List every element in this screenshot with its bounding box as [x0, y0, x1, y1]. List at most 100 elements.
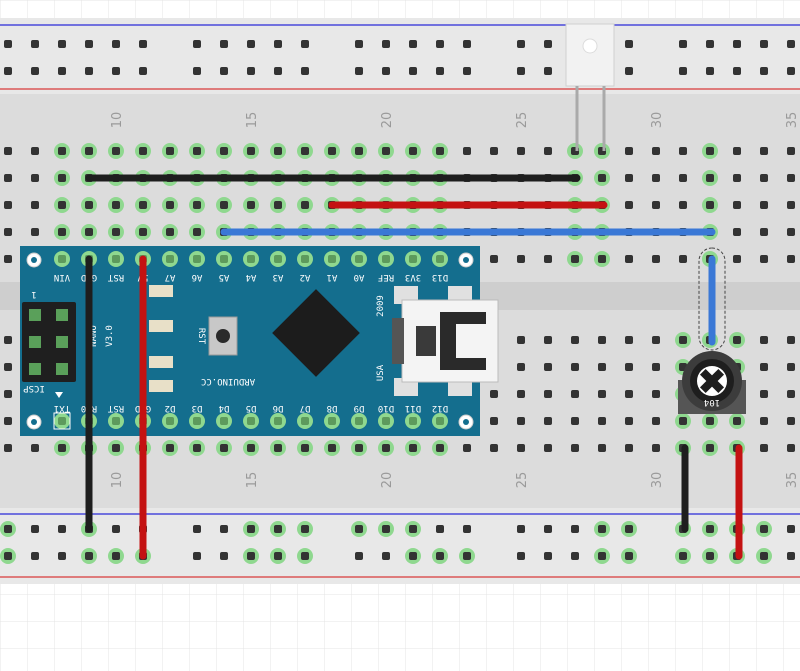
- breadboard-hole[interactable]: [297, 197, 313, 213]
- breadboard-hole[interactable]: [733, 174, 741, 182]
- breadboard-hole[interactable]: [625, 390, 633, 398]
- breadboard-hole[interactable]: [4, 174, 12, 182]
- breadboard-hole[interactable]: [31, 444, 39, 452]
- rail-hole[interactable]: [706, 40, 714, 48]
- rail-hole[interactable]: [621, 521, 637, 537]
- rail-hole[interactable]: [243, 548, 259, 564]
- breadboard-hole[interactable]: [351, 440, 367, 456]
- breadboard-hole[interactable]: [324, 440, 340, 456]
- rail-hole[interactable]: [459, 548, 475, 564]
- breadboard-hole[interactable]: [135, 224, 151, 240]
- rail-hole[interactable]: [243, 521, 259, 537]
- rail-hole[interactable]: [760, 40, 768, 48]
- breadboard-hole[interactable]: [760, 444, 768, 452]
- breadboard-hole[interactable]: [571, 417, 579, 425]
- rail-hole[interactable]: [355, 40, 363, 48]
- breadboard-hole[interactable]: [31, 147, 39, 155]
- rail-hole[interactable]: [247, 67, 255, 75]
- rail-hole[interactable]: [220, 525, 228, 533]
- rail-hole[interactable]: [405, 548, 421, 564]
- rail-hole[interactable]: [436, 67, 444, 75]
- rail-hole[interactable]: [108, 548, 124, 564]
- breadboard-hole[interactable]: [31, 228, 39, 236]
- rail-hole[interactable]: [31, 67, 39, 75]
- rail-hole[interactable]: [31, 40, 39, 48]
- rail-hole[interactable]: [463, 67, 471, 75]
- breadboard-hole[interactable]: [594, 170, 610, 186]
- breadboard-hole[interactable]: [405, 440, 421, 456]
- breadboard-hole[interactable]: [652, 336, 660, 344]
- breadboard-hole[interactable]: [652, 147, 660, 155]
- breadboard-hole[interactable]: [162, 143, 178, 159]
- rail-hole[interactable]: [274, 67, 282, 75]
- breadboard-hole[interactable]: [463, 147, 471, 155]
- breadboard-hole[interactable]: [4, 363, 12, 371]
- rail-hole[interactable]: [733, 40, 741, 48]
- rail-hole[interactable]: [274, 40, 282, 48]
- rail-hole[interactable]: [625, 67, 633, 75]
- breadboard-hole[interactable]: [787, 417, 795, 425]
- rail-hole[interactable]: [594, 521, 610, 537]
- breadboard-hole[interactable]: [652, 255, 660, 263]
- breadboard-hole[interactable]: [787, 201, 795, 209]
- breadboard-hole[interactable]: [517, 336, 525, 344]
- breadboard-hole[interactable]: [31, 201, 39, 209]
- breadboard-hole[interactable]: [4, 255, 12, 263]
- breadboard-hole[interactable]: [81, 143, 97, 159]
- breadboard-hole[interactable]: [4, 336, 12, 344]
- breadboard-hole[interactable]: [490, 255, 498, 263]
- breadboard-hole[interactable]: [760, 363, 768, 371]
- breadboard-hole[interactable]: [544, 363, 552, 371]
- rail-hole[interactable]: [382, 67, 390, 75]
- rail-hole[interactable]: [517, 40, 525, 48]
- breadboard-hole[interactable]: [729, 413, 745, 429]
- rail-hole[interactable]: [405, 521, 421, 537]
- breadboard-hole[interactable]: [594, 251, 610, 267]
- rail-hole[interactable]: [0, 521, 16, 537]
- rail-hole[interactable]: [85, 67, 93, 75]
- rail-hole[interactable]: [58, 40, 66, 48]
- breadboard-hole[interactable]: [544, 417, 552, 425]
- breadboard-hole[interactable]: [405, 143, 421, 159]
- breadboard-hole[interactable]: [4, 147, 12, 155]
- rail-hole[interactable]: [58, 552, 66, 560]
- rail-hole[interactable]: [220, 552, 228, 560]
- breadboard-hole[interactable]: [4, 390, 12, 398]
- breadboard-hole[interactable]: [216, 143, 232, 159]
- rail-hole[interactable]: [139, 40, 147, 48]
- rail-hole[interactable]: [4, 67, 12, 75]
- rail-hole[interactable]: [297, 548, 313, 564]
- rail-hole[interactable]: [517, 552, 525, 560]
- breadboard-hole[interactable]: [270, 197, 286, 213]
- rail-hole[interactable]: [220, 67, 228, 75]
- rail-hole[interactable]: [625, 40, 633, 48]
- breadboard-hole[interactable]: [378, 440, 394, 456]
- rail-hole[interactable]: [787, 552, 795, 560]
- rail-hole[interactable]: [58, 525, 66, 533]
- rail-hole[interactable]: [621, 548, 637, 564]
- rail-hole[interactable]: [247, 40, 255, 48]
- breadboard-hole[interactable]: [652, 417, 660, 425]
- breadboard-hole[interactable]: [787, 174, 795, 182]
- rail-hole[interactable]: [517, 67, 525, 75]
- breadboard-hole[interactable]: [760, 255, 768, 263]
- breadboard-hole[interactable]: [189, 143, 205, 159]
- breadboard-hole[interactable]: [378, 143, 394, 159]
- breadboard-hole[interactable]: [787, 255, 795, 263]
- rail-hole[interactable]: [706, 67, 714, 75]
- breadboard-hole[interactable]: [108, 224, 124, 240]
- breadboard-hole[interactable]: [463, 444, 471, 452]
- rail-hole[interactable]: [571, 552, 579, 560]
- rail-hole[interactable]: [702, 548, 718, 564]
- breadboard-hole[interactable]: [351, 143, 367, 159]
- breadboard-hole[interactable]: [108, 197, 124, 213]
- rail-hole[interactable]: [351, 521, 367, 537]
- breadboard-hole[interactable]: [270, 440, 286, 456]
- breadboard-hole[interactable]: [297, 143, 313, 159]
- rail-hole[interactable]: [382, 40, 390, 48]
- breadboard-hole[interactable]: [625, 444, 633, 452]
- rail-hole[interactable]: [733, 67, 741, 75]
- rail-hole[interactable]: [355, 552, 363, 560]
- rail-hole[interactable]: [382, 552, 390, 560]
- breadboard-hole[interactable]: [787, 390, 795, 398]
